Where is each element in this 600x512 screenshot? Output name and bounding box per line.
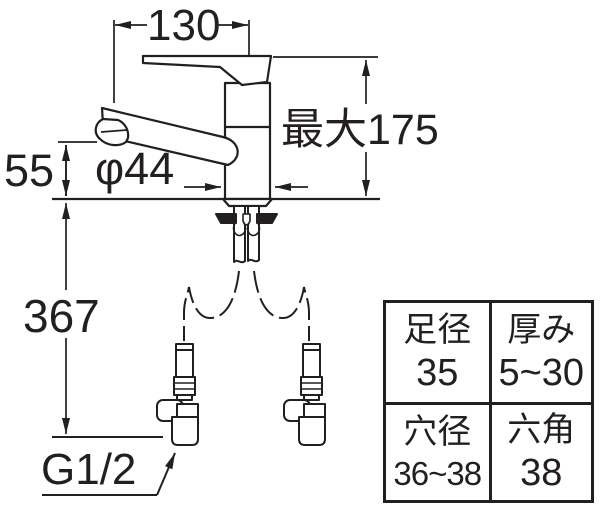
spec-label: 厚み [507, 310, 576, 349]
center-clip [242, 213, 251, 226]
spec-value: 35 [416, 352, 459, 395]
dimension-label-phi44: φ44 [95, 143, 175, 194]
spec-cell-anakei: 穴径 36~38 [386, 401, 489, 501]
hose-clip-right [246, 222, 261, 237]
valve-ridges [173, 376, 196, 396]
wingnut-right [256, 213, 278, 224]
mounting-assembly [215, 205, 278, 264]
valve-collar [176, 394, 193, 401]
aerator-band [100, 129, 128, 133]
hose-right [253, 270, 310, 341]
supply-valves [156, 343, 326, 446]
spec-label: 穴径 [403, 413, 472, 452]
flexible-hoses [183, 270, 310, 341]
spec-cell-rokkaku: 六角 38 [488, 401, 591, 500]
dimension-label-max-175: 最大175 [281, 106, 439, 154]
spec-label: 足径 [403, 310, 472, 349]
spec-cell-atsumi: 厚み 5~30 [488, 303, 592, 402]
base-flange [221, 197, 274, 208]
dimension-lines [42, 20, 378, 496]
dimension-label-55: 55 [4, 145, 55, 196]
valve-body [171, 416, 199, 446]
spec-value: 5~30 [498, 352, 585, 395]
spec-value: 38 [520, 452, 563, 495]
supply-valve-left [156, 343, 199, 446]
supply-valve-right [283, 343, 326, 446]
g12-leader-arrow [156, 452, 176, 496]
dimension-label-g12: G1/2 [41, 445, 137, 494]
spec-value: 36~38 [393, 454, 482, 492]
spec-cell-ashikei: 足径 35 [386, 303, 489, 402]
valve-nut [176, 403, 199, 418]
dimension-label-367: 367 [23, 290, 100, 342]
spec-table: 足径 35 厚み 5~30 穴径 36~38 六角 38 [383, 300, 594, 503]
spec-label: 六角 [507, 410, 576, 449]
spout-aerator [94, 117, 130, 147]
dimension-label-130: 130 [147, 1, 221, 50]
wingnut-left [215, 213, 237, 224]
hose-left [183, 270, 240, 341]
faucet-handle [141, 54, 273, 87]
faucet [94, 54, 274, 208]
hose-clip-left [232, 222, 247, 237]
valve-ridge-lines [174, 382, 195, 390]
valve-tube [175, 349, 194, 378]
